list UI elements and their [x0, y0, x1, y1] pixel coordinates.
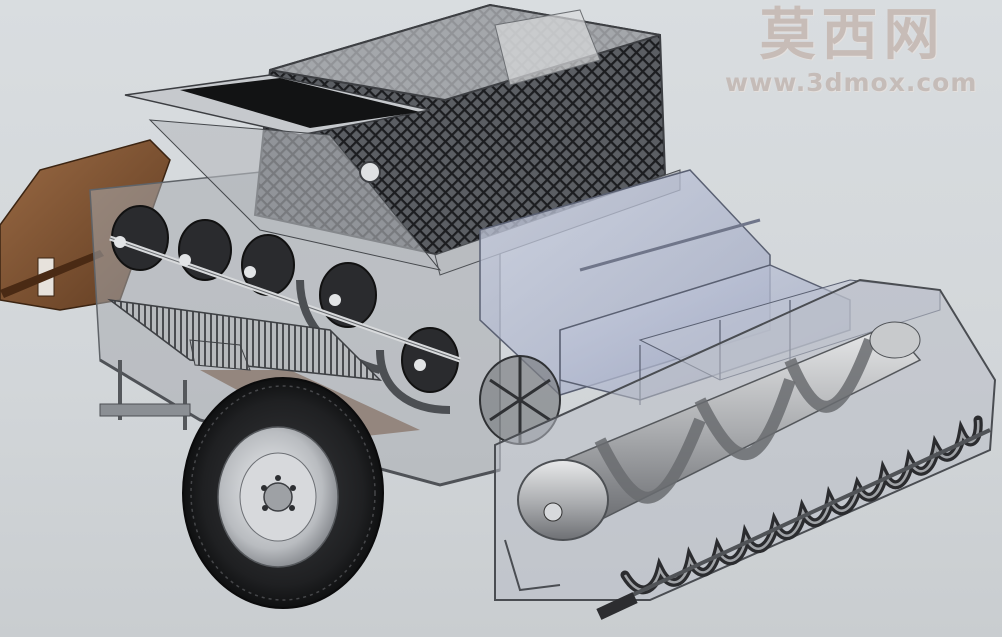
reel-spiral — [596, 415, 991, 620]
auger — [517, 321, 922, 541]
conveyor-grate — [107, 298, 383, 381]
watermark-title: 莫西网 — [759, 2, 946, 68]
watermark-url: www.3dmox.com — [725, 68, 978, 97]
hopper-lid — [124, 74, 442, 271]
wheel — [182, 377, 384, 609]
